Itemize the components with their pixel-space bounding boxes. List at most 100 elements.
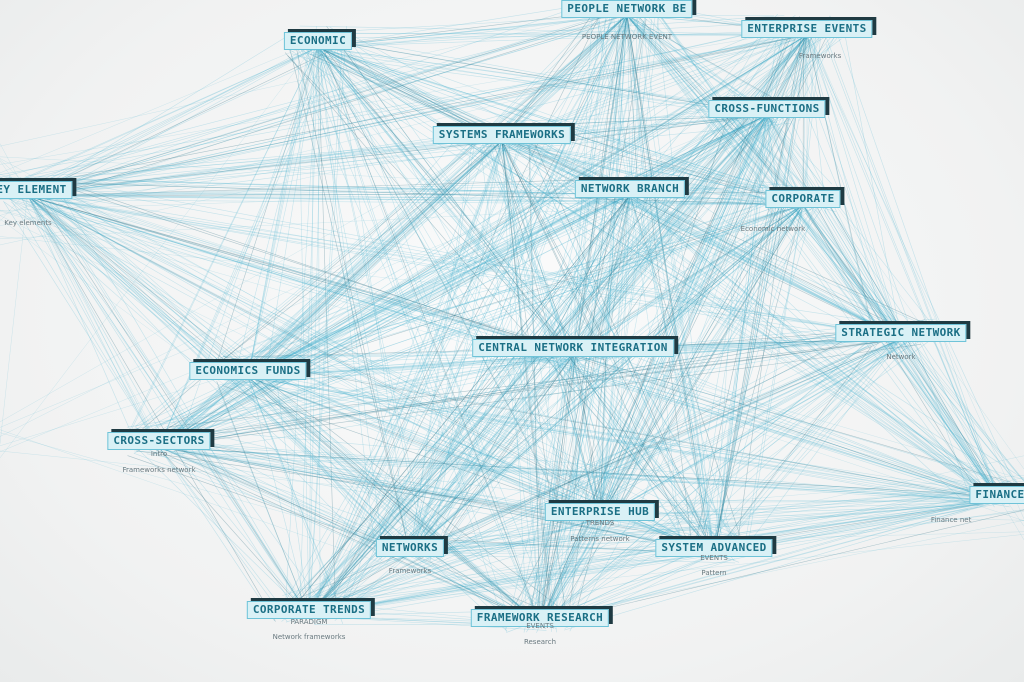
edge-line bbox=[236, 383, 1001, 502]
node-framework-research[interactable]: FRAMEWORK RESEARCH EVENTS Research bbox=[470, 609, 610, 646]
edge-line bbox=[409, 18, 623, 555]
edge-line bbox=[27, 195, 316, 625]
node-enterprise-events[interactable]: ENTERPRISE EVENTS Frameworks bbox=[741, 20, 873, 60]
edge-line bbox=[409, 553, 736, 564]
node-enterprise-hub[interactable]: ENTERPRISE HUB TRENDS Patterns network bbox=[544, 503, 656, 543]
edge-line bbox=[158, 446, 1015, 498]
edge-line bbox=[317, 46, 337, 617]
edge-line bbox=[642, 23, 715, 555]
edge-line bbox=[580, 343, 1001, 502]
edge-line bbox=[409, 347, 575, 555]
edge-line bbox=[409, 98, 739, 555]
edge-line bbox=[299, 114, 768, 612]
edge-line bbox=[409, 10, 616, 555]
edge-line bbox=[639, 200, 715, 555]
edge-line bbox=[61, 140, 503, 190]
edge-line bbox=[562, 114, 768, 362]
edge-line bbox=[659, 180, 1001, 502]
node-caption: Research bbox=[523, 638, 557, 646]
edge-line bbox=[806, 34, 999, 497]
edge-line bbox=[407, 338, 902, 554]
edge-line bbox=[26, 189, 574, 355]
edge-line bbox=[32, 181, 715, 555]
edge-line bbox=[299, 25, 808, 36]
edge-line bbox=[508, 123, 902, 340]
edge-line bbox=[406, 114, 768, 546]
edge-line bbox=[528, 34, 808, 141]
node-economics-funds[interactable]: ECONOMICS FUNDS bbox=[189, 362, 307, 380]
edge-line bbox=[216, 377, 1001, 502]
edge-line bbox=[539, 487, 1024, 625]
edge-line bbox=[626, 14, 649, 202]
edge-line bbox=[27, 16, 606, 197]
edge-line bbox=[3, 200, 160, 448]
edge-line bbox=[501, 11, 604, 142]
edge-line bbox=[275, 517, 601, 617]
edge-line bbox=[501, 140, 557, 633]
edge-line bbox=[439, 353, 574, 549]
edge-line bbox=[539, 503, 605, 625]
node-system-advanced[interactable]: SYSTEM ADVANCED EVENTS Pattern bbox=[655, 539, 773, 577]
edge-line bbox=[495, 137, 601, 519]
edge-line bbox=[317, 46, 1013, 495]
edge-line bbox=[572, 24, 810, 355]
edge-line bbox=[5, 185, 902, 340]
edge-line bbox=[27, 34, 335, 197]
edge-line bbox=[598, 204, 804, 524]
node-network-branch[interactable]: NETWORK BRANCH bbox=[574, 180, 686, 198]
edge-line bbox=[27, 107, 734, 197]
node-label: PEOPLE NETWORK BE bbox=[561, 0, 693, 18]
node-systems-frameworks[interactable]: SYSTEMS FRAMEWORKS bbox=[432, 126, 572, 144]
edge-line bbox=[158, 446, 1005, 505]
node-corporate-trends[interactable]: CORPORATE TRENDS PARADIGM Network framew… bbox=[246, 601, 372, 641]
edge-line bbox=[158, 446, 986, 496]
edge-line bbox=[438, 500, 1001, 540]
edge-line bbox=[135, 427, 541, 625]
node-economic[interactable]: ECONOMIC bbox=[283, 32, 353, 50]
node-finance[interactable]: FINANCE Finance net bbox=[931, 486, 1024, 524]
node-cross-sectors[interactable]: CROSS-SECTORS Intro Frameworks network bbox=[107, 432, 211, 474]
edge-line bbox=[158, 357, 593, 448]
node-networks[interactable]: NETWORKS Frameworks bbox=[375, 539, 445, 575]
node-people-network[interactable]: PEOPLE NETWORK BE PEOPLE NETWORK EVENT bbox=[561, 0, 693, 41]
node-key-element[interactable]: KEY ELEMENT Key elements bbox=[0, 181, 73, 227]
node-corporate[interactable]: CORPORATE Economic network bbox=[741, 190, 841, 233]
edge-line bbox=[308, 21, 829, 617]
edge-line bbox=[748, 204, 804, 540]
edge-line bbox=[26, 181, 804, 206]
edge-line bbox=[629, 194, 972, 486]
edge-line bbox=[572, 0, 650, 355]
edge-line bbox=[247, 50, 315, 378]
edge-line bbox=[155, 194, 631, 427]
edge-line bbox=[148, 449, 541, 625]
edge-line bbox=[327, 34, 808, 39]
edge-line bbox=[574, 517, 601, 619]
node-central-network[interactable]: CENTRAL NETWORK INTEGRATION bbox=[472, 339, 674, 357]
edge-line bbox=[695, 500, 1001, 539]
edge-line bbox=[539, 323, 910, 625]
edge-line bbox=[713, 186, 780, 555]
edge-line bbox=[322, 500, 1001, 621]
edge-line bbox=[501, 140, 607, 342]
edge-line bbox=[913, 330, 1001, 502]
edge-line bbox=[156, 140, 503, 455]
edge-line bbox=[252, 366, 541, 625]
edge-line bbox=[27, 122, 791, 197]
edge-line bbox=[185, 114, 768, 436]
edge-line bbox=[27, 195, 220, 376]
edge-line bbox=[276, 14, 628, 357]
edge-line bbox=[635, 16, 715, 555]
edge-line bbox=[779, 113, 902, 340]
edge-line bbox=[802, 204, 1006, 498]
edge-line bbox=[597, 350, 601, 519]
edge-line bbox=[27, 195, 280, 383]
node-cross-functions[interactable]: CROSS-FUNCTIONS bbox=[708, 100, 826, 118]
edge-line bbox=[539, 509, 1024, 625]
edge-line bbox=[247, 188, 808, 378]
edge-line bbox=[158, 40, 341, 448]
edge-line bbox=[247, 376, 528, 608]
edge-line bbox=[247, 376, 344, 624]
edge-line bbox=[572, 192, 651, 355]
node-strategic-network[interactable]: STRATEGIC NETWORK Network bbox=[835, 324, 967, 361]
edge-line bbox=[713, 113, 770, 555]
